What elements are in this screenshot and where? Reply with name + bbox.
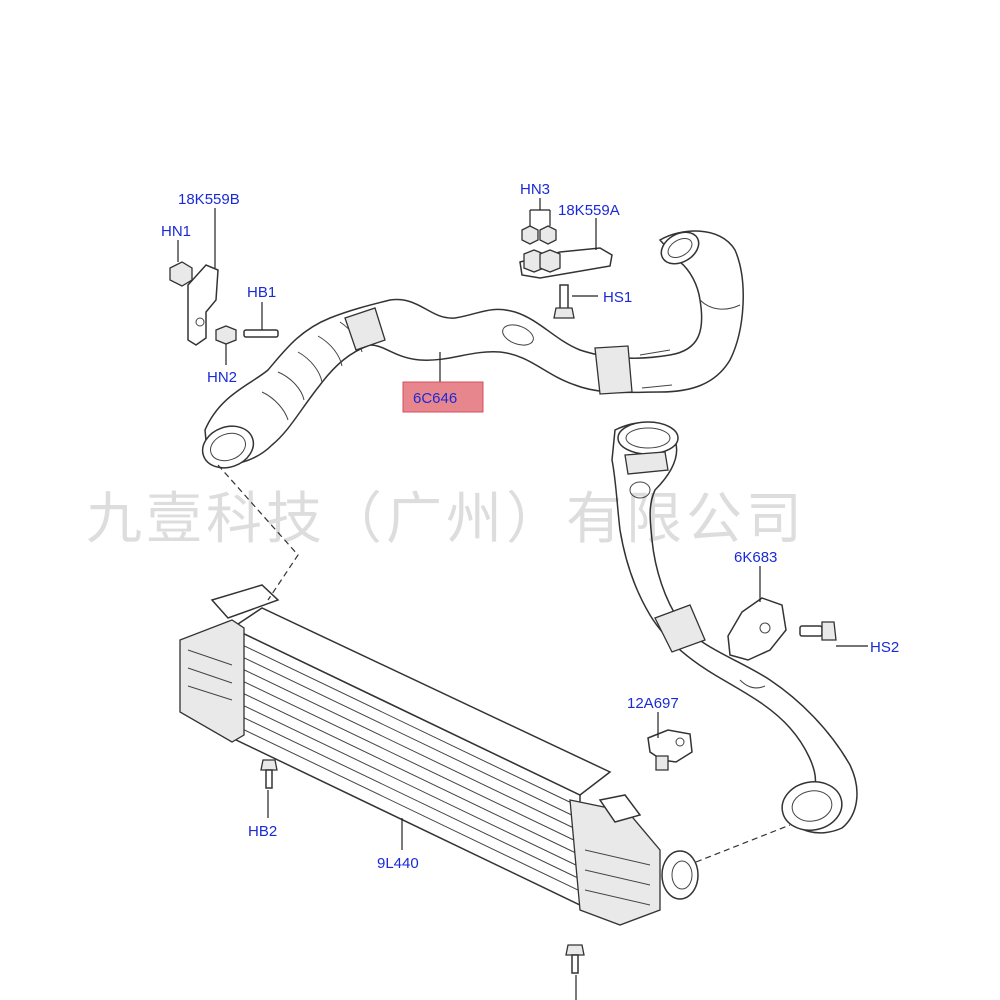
- label-18k559a: 18K559A: [558, 202, 620, 219]
- connection-dashed-line-right: [695, 824, 791, 863]
- bolt-bottom: [565, 944, 585, 974]
- label-hn2: HN2: [207, 369, 237, 386]
- label-9l440: 9L440: [377, 855, 419, 872]
- bracket-18k559a-assembly: [519, 225, 613, 319]
- label-hb1: HB1: [247, 284, 276, 301]
- intercooler-9l440: [179, 584, 699, 926]
- lower-charge-air-hose: [611, 421, 858, 834]
- upper-charge-air-hose: [201, 230, 744, 469]
- bracket-6k683-assembly: [727, 597, 837, 661]
- sensor-12a697: [647, 729, 693, 771]
- bracket-18k559b-assembly: [169, 261, 279, 346]
- connection-dashed-line-left: [217, 464, 299, 601]
- label-hs2: HS2: [870, 639, 899, 656]
- label-6k683: 6K683: [734, 549, 777, 566]
- label-hn1: HN1: [161, 223, 191, 240]
- label-hn3: HN3: [520, 181, 550, 198]
- watermark-text: 九壹科技（广州）有限公司: [86, 487, 806, 552]
- bolt-hb2: [260, 759, 278, 789]
- label-6c646: 6C646: [413, 390, 457, 407]
- label-18k559b: 18K559B: [178, 191, 240, 208]
- label-hb2: HB2: [248, 823, 277, 840]
- highlight-box-6c646: [402, 381, 484, 413]
- label-hs1: HS1: [603, 289, 632, 306]
- leader-lines: [177, 198, 868, 1000]
- label-12a697: 12A697: [627, 695, 679, 712]
